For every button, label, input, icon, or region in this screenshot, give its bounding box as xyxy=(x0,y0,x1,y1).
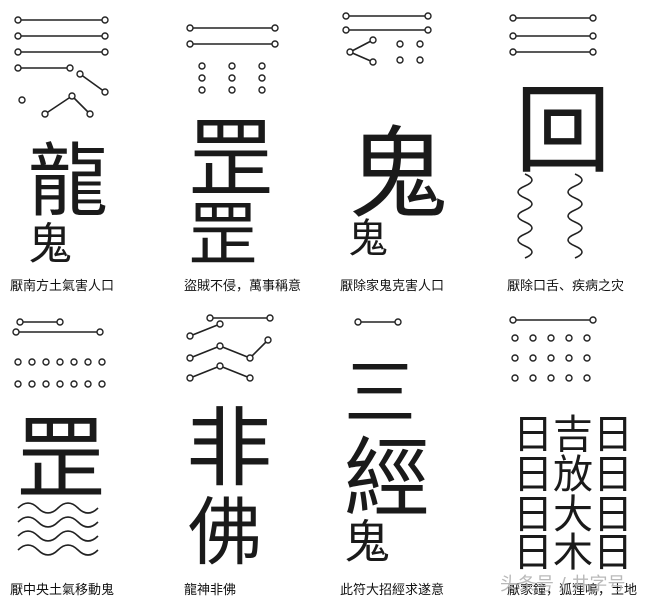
talisman-5: 罡 xyxy=(10,308,160,598)
star-lines xyxy=(14,16,109,118)
svg-text:罡: 罡 xyxy=(188,194,258,274)
talisman-6: 非 佛 xyxy=(180,308,330,598)
svg-text:日大日: 日大日 xyxy=(513,492,633,538)
caption-3: 厭除家鬼克害人口 xyxy=(340,279,445,294)
talisman-7: 三 經 鬼 xyxy=(338,308,488,598)
svg-text:罡: 罡 xyxy=(16,407,106,512)
caption-1: 厭南方土氣害人口 xyxy=(10,279,115,294)
talisman-1: 龍 鬼 xyxy=(10,4,160,294)
svg-text:龍: 龍 xyxy=(28,135,108,228)
svg-text:回: 回 xyxy=(515,75,611,187)
talisman-8: 日吉日 日放日 日大日 日木日 xyxy=(505,308,655,598)
caption-5: 厭中央土氣移動鬼 xyxy=(10,583,115,598)
svg-text:鬼: 鬼 xyxy=(348,116,448,233)
svg-text:罡: 罡 xyxy=(188,110,274,210)
talisman-2: 罡 罡 xyxy=(180,4,330,294)
watermark: 头条号 / 井字号 xyxy=(500,574,626,595)
caption-8: 厭家鐘，狐狸鳴，土地 xyxy=(507,583,638,598)
svg-text:日木日: 日木日 xyxy=(513,530,633,576)
svg-text:三: 三 xyxy=(344,351,416,435)
caption-2: 盜賊不侵，萬事稱意 xyxy=(184,279,302,294)
svg-text:鬼: 鬼 xyxy=(28,219,72,270)
talisman-4: 回 xyxy=(505,4,655,294)
svg-text:佛: 佛 xyxy=(188,490,262,576)
svg-text:鬼: 鬼 xyxy=(348,216,388,262)
svg-text:日吉日: 日吉日 xyxy=(513,412,633,458)
talisman-3: 鬼 鬼 xyxy=(338,4,488,294)
svg-text:經: 經 xyxy=(344,429,430,529)
svg-text:日放日: 日放日 xyxy=(513,452,633,498)
svg-text:鬼: 鬼 xyxy=(344,515,390,569)
svg-text:非: 非 xyxy=(186,399,272,499)
caption-4: 厭除口舌、疾病之灾 xyxy=(507,279,625,294)
caption-6: 龍神非佛 xyxy=(184,583,237,598)
caption-7: 此符大招經求遂意 xyxy=(340,583,445,598)
